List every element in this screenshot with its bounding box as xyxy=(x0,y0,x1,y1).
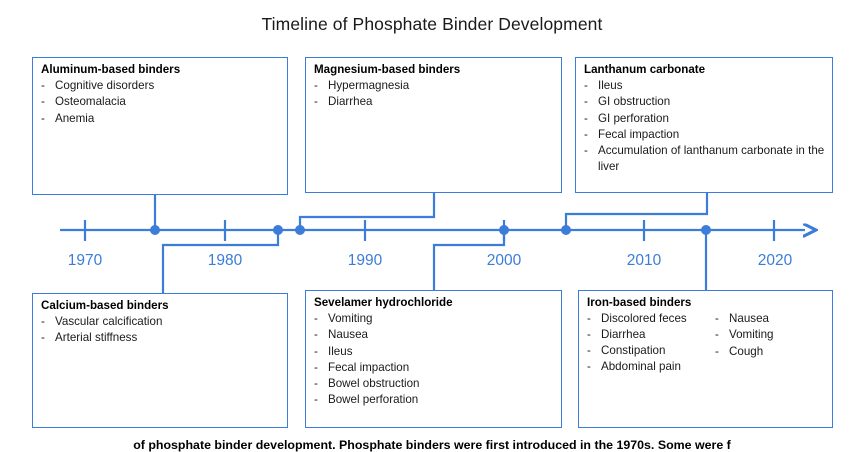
dash-bullet: - xyxy=(715,344,719,358)
list-item: -Diarrhea xyxy=(587,327,715,343)
list-item: -Bowel obstruction xyxy=(314,376,554,392)
dash-bullet: - xyxy=(41,315,45,328)
dash-bullet: - xyxy=(587,360,591,374)
list-item: -Discolored feces xyxy=(587,312,687,325)
event-box-list-right: -Nausea -Vomiting -Cough xyxy=(715,311,825,375)
event-box-lanthanum[interactable]: Lanthanum carbonate -Ileus -GI obstructi… xyxy=(575,57,833,193)
event-marker-calcium xyxy=(273,225,283,235)
list-item: -Bowel perforation xyxy=(314,392,554,408)
dash-bullet: - xyxy=(41,331,45,345)
list-item: -Ileus xyxy=(314,344,554,360)
list-item: -GI perforation xyxy=(584,111,825,127)
dash-bullet: - xyxy=(715,328,719,342)
event-box-aluminum[interactable]: Aluminum-based binders -Cognitive disord… xyxy=(32,57,288,195)
list-item: -Accumulation of lanthanum carbonate in … xyxy=(584,144,825,173)
dash-bullet: - xyxy=(41,111,45,125)
event-box-list: -Cognitive disorders -Osteomalacia -Anem… xyxy=(41,78,280,127)
event-box-title: Iron-based binders xyxy=(587,296,692,309)
event-box-magnesium[interactable]: Magnesium-based binders -Hypermagnesia -… xyxy=(305,57,562,193)
dash-bullet: - xyxy=(584,79,588,92)
dash-bullet: - xyxy=(41,95,45,109)
page-title: Timeline of Phosphate Binder Development xyxy=(261,14,603,34)
event-box-list: -Ileus -GI obstruction -GI perforation -… xyxy=(584,78,825,174)
dash-bullet: - xyxy=(314,344,318,358)
year-label-2010: 2010 xyxy=(626,252,662,269)
connector-magnesium xyxy=(298,193,436,230)
event-box-title: Magnesium-based binders xyxy=(314,63,461,76)
list-item: -Vomiting xyxy=(314,311,554,327)
dash-bullet: - xyxy=(587,312,591,325)
list-item: -Cognitive disorders xyxy=(41,78,280,94)
event-box-title: Lanthanum carbonate xyxy=(584,63,706,76)
list-item: -Nausea xyxy=(314,327,554,343)
list-item: -Osteomalacia xyxy=(41,94,280,110)
event-box-list-left: -Discolored feces -Diarrhea -Constipatio… xyxy=(587,311,715,375)
year-label-1970: 1970 xyxy=(67,252,103,269)
event-marker-magnesium xyxy=(295,225,305,235)
list-item: -Vomiting xyxy=(715,327,825,343)
event-marker-iron xyxy=(701,225,711,235)
event-box-iron[interactable]: Iron-based binders -Discolored feces -Di… xyxy=(578,290,833,428)
dash-bullet: - xyxy=(314,95,318,109)
list-item: -Fecal impaction xyxy=(314,360,554,376)
list-item: -GI obstruction xyxy=(584,94,825,110)
event-box-title: Aluminum-based binders xyxy=(41,63,181,76)
event-box-title: Calcium-based binders xyxy=(41,299,169,312)
event-box-calcium[interactable]: Calcium-based binders -Vascular calcific… xyxy=(32,293,288,428)
year-label-1990: 1990 xyxy=(347,252,383,269)
list-item: -Abdominal pain xyxy=(587,359,715,375)
list-item: -Nausea xyxy=(715,311,825,327)
list-item: -Hypermagnesia xyxy=(314,78,554,94)
year-label-1980: 1980 xyxy=(207,252,243,269)
list-item: -Anemia xyxy=(41,111,280,127)
event-box-list: -Hypermagnesia -Diarrhea xyxy=(314,78,554,111)
dash-bullet: - xyxy=(584,111,588,125)
event-marker-sevelamer xyxy=(499,225,509,235)
event-box-list: -Vascular calcification -Arterial stiffn… xyxy=(41,314,280,347)
event-marker-aluminum xyxy=(150,225,160,235)
list-item: -Cough xyxy=(715,344,825,360)
dash-bullet: - xyxy=(314,393,318,407)
dash-bullet: - xyxy=(584,127,588,141)
dash-bullet: - xyxy=(41,79,45,92)
dash-bullet: - xyxy=(584,95,588,109)
list-item: -Diarrhea xyxy=(314,94,554,110)
list-item: -Fecal impaction xyxy=(584,127,825,143)
event-box-list: -Vomiting -Nausea -Ileus -Fecal impactio… xyxy=(314,311,554,409)
figure-caption: of phosphate binder development. Phospha… xyxy=(133,438,731,452)
dash-bullet: - xyxy=(584,144,588,158)
dash-bullet: - xyxy=(314,79,318,92)
dash-bullet: - xyxy=(587,327,591,341)
event-box-sevelamer[interactable]: Sevelamer hydrochloride -Vomiting -Nause… xyxy=(305,290,562,428)
dash-bullet: - xyxy=(314,312,318,325)
list-item: -Vascular calcification xyxy=(41,314,280,330)
year-label-2020: 2020 xyxy=(757,252,793,269)
dash-bullet: - xyxy=(715,312,719,325)
connector-lanthanum xyxy=(564,193,709,230)
year-label-2000: 2000 xyxy=(486,252,522,269)
dash-bullet: - xyxy=(314,360,318,374)
event-box-title: Sevelamer hydrochloride xyxy=(314,296,453,309)
event-marker-lanthanum xyxy=(561,225,571,235)
dash-bullet: - xyxy=(314,328,318,342)
dash-bullet: - xyxy=(314,377,318,391)
list-item: -Arterial stiffness xyxy=(41,330,280,346)
list-item: -Ileus xyxy=(584,78,825,94)
list-item: -Constipation xyxy=(587,343,715,359)
event-box-columns: -Discolored feces -Diarrhea -Constipatio… xyxy=(587,311,825,375)
dash-bullet: - xyxy=(587,343,591,357)
